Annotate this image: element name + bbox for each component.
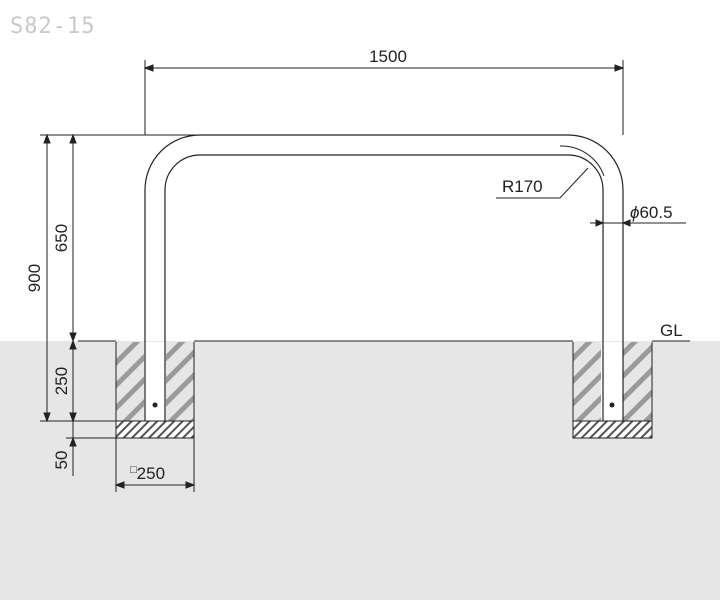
gl-label: GL (660, 321, 683, 340)
base-50-label: 50 (52, 451, 71, 470)
left-footing (115, 342, 195, 439)
diameter-value: 60.5 (639, 203, 672, 222)
depth-250-label: 250 (52, 367, 71, 395)
width-label: 1500 (369, 47, 407, 66)
right-pin-dot (609, 402, 615, 408)
diameter-symbol: ϕ (630, 203, 639, 222)
left-pin-dot (152, 402, 158, 408)
width-dimension (143, 60, 625, 135)
height-900-label: 900 (25, 264, 44, 292)
diameter-leader (590, 219, 686, 227)
footing-size-value: 250 (137, 464, 165, 483)
footing-width-dimension (114, 438, 196, 492)
pipe-bollard (144, 134, 624, 421)
footing-size-label: □250 (130, 464, 165, 483)
vertical-dimensions (40, 133, 200, 476)
square-symbol: □ (130, 464, 137, 476)
product-code: S82-15 (10, 14, 96, 39)
diameter-label: ϕ60.5 (630, 203, 673, 222)
radius-leader (496, 145, 605, 199)
right-footing (572, 342, 653, 439)
height-650-label: 650 (52, 224, 71, 252)
radius-label: R170 (502, 177, 543, 196)
